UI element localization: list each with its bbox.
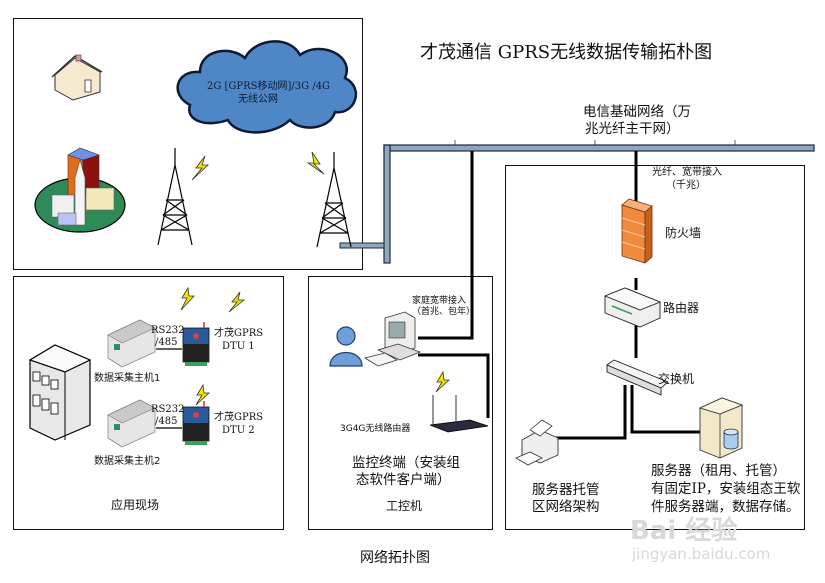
link-switch-to-server — [630, 385, 700, 434]
dtu-device-icon-2 — [182, 401, 210, 445]
cell-tower-icon — [157, 148, 193, 246]
dtu-1-label-line1: 才茂GPRS — [214, 328, 264, 339]
lightning-icon — [435, 370, 451, 393]
fiber-access-label-line2: （千兆） — [666, 180, 706, 191]
link-backbone-to-pc — [418, 151, 474, 340]
wireless-router-label: 3G4G无线路由器 — [340, 424, 411, 434]
backbone-pipe — [339, 140, 815, 264]
firewall-icon — [621, 198, 653, 264]
firewall-label: 防火墙 — [665, 226, 702, 240]
database-icon — [723, 428, 739, 450]
control-pc-panel-label: 工控机 — [386, 499, 423, 513]
factory-building-icon — [28, 344, 92, 441]
interface-label-1-line1: RS232 — [151, 325, 185, 336]
watermark-logo: Bai 经验 — [630, 516, 738, 546]
interface-label-2-line2: /485 — [155, 416, 178, 427]
cell-tower-icon — [316, 152, 352, 248]
hosting-zone-label-line2: 区网络架构 — [532, 499, 600, 515]
collector-2-label: 数据采集主机2 — [94, 456, 161, 467]
cloud-label-line1: 2G [GPRS移动网]/3G /4G — [207, 81, 331, 92]
dtu-1-label-line2: DTU 1 — [222, 341, 255, 352]
dtu-2-label-line2: DTU 2 — [222, 425, 255, 436]
switch-label: 交换机 — [658, 372, 695, 386]
field-site-panel-label: 应用现场 — [111, 498, 160, 512]
server-label-line1: 服务器（租用、托管） — [651, 463, 786, 479]
diagram-title: 才茂通信 GPRS无线数据传输拓朴图 — [420, 42, 713, 63]
user-icon — [329, 326, 363, 367]
router-icon — [603, 287, 662, 328]
interface-label-2-line1: RS232 — [151, 404, 185, 415]
dtu-device-icon-1 — [182, 322, 210, 366]
router-label: 路由器 — [663, 301, 700, 315]
lightning-icon — [191, 155, 210, 181]
backbone-label-line2: 兆光纤主干网） — [585, 121, 680, 137]
monitor-terminal-label-line1: 监控终端（安装组 — [352, 455, 460, 471]
interface-label-1-line2: /485 — [155, 337, 178, 348]
printer-icon — [515, 419, 559, 466]
lightning-icon — [228, 291, 246, 313]
lightning-icon — [180, 286, 195, 311]
server-label-line2: 有固定IP，安装组态王软 — [651, 481, 801, 497]
data-collector-icon-1 — [107, 319, 156, 368]
lightning-icon — [195, 383, 211, 406]
lightning-icon — [306, 151, 325, 175]
switch-icon — [606, 359, 669, 396]
link-pc-to-router — [418, 353, 490, 418]
server-icon — [698, 397, 744, 459]
home-broadband-label-line2: （首兆、包年） — [412, 307, 476, 317]
network-links — [418, 151, 700, 440]
backbone-label-line1: 电信基础网络（万 — [583, 104, 691, 120]
collector-1-label: 数据采集主机1 — [94, 373, 161, 384]
cloud-label-line2: 无线公网 — [238, 94, 278, 105]
city-building-icon — [34, 147, 126, 233]
monitor-terminal-label-line2: 态软件客户端） — [356, 472, 451, 488]
home-broadband-label-line1: 家庭宽带接入 — [412, 296, 467, 306]
server-label-line3: 件服务器端，数据存储。 — [651, 499, 800, 515]
fiber-access-label-line1: 光纤、宽带接入 — [652, 167, 722, 178]
diagram-caption: 网络拓扑图 — [360, 550, 430, 566]
watermark-url: jingyan.baidu.com — [632, 545, 771, 563]
data-collector-icon-2 — [107, 399, 156, 448]
link-switch-to-printer — [552, 385, 627, 440]
cloud-icon — [176, 40, 357, 134]
hosting-zone-label-line1: 服务器托管 — [532, 482, 600, 498]
computer-icon — [363, 311, 422, 367]
server-zone-panel — [505, 165, 805, 530]
dtu-2-label-line1: 才茂GPRS — [214, 412, 264, 423]
wireless-router-icon — [429, 395, 489, 433]
house-icon — [51, 54, 103, 101]
